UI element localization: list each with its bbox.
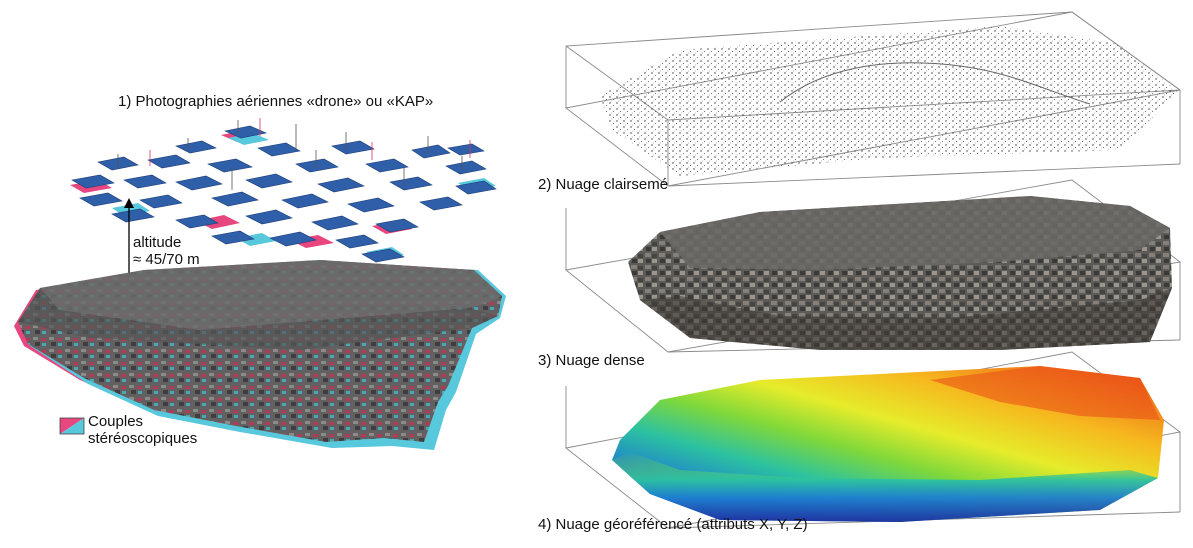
anaglyph-terrain	[14, 260, 506, 450]
sparse-cloud-box	[564, 11, 1182, 187]
aerial-photos-title: 1) Photographies aériennes «drone» ou «K…	[118, 93, 434, 110]
step-3-dense-cloud-label: 3) Nuage dense	[538, 352, 645, 369]
altitude-value: ≈ 45/70 m	[133, 251, 200, 268]
legend-label-line2: stéréoscopiques	[88, 430, 198, 447]
step-4-georeferenced-cloud-label: 4) Nuage géoréférencé (attributs X, Y, Z…	[538, 516, 808, 533]
stereo-pair-legend-swatch	[59, 417, 85, 435]
step-2-sparse-cloud-label: 2) Nuage clairsemé	[538, 176, 669, 193]
georeferenced-cloud-box	[564, 351, 1182, 529]
altitude-label: altitude	[133, 234, 182, 251]
dense-cloud-box	[564, 179, 1182, 353]
legend-label-line1: Couples	[88, 413, 144, 430]
aerial-photo-grid	[70, 118, 497, 263]
